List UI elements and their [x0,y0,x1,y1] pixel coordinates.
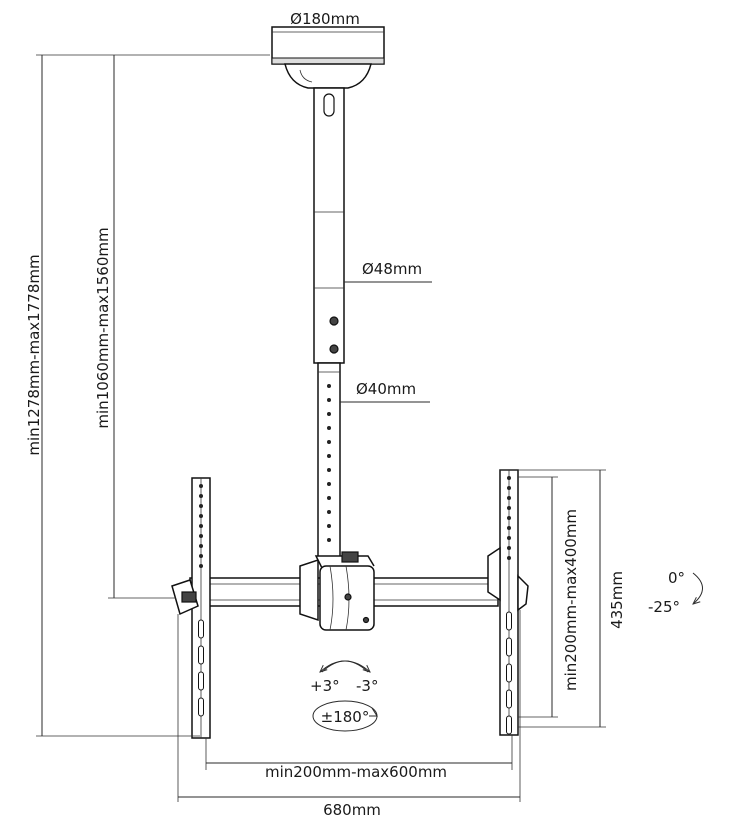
pole-hole [327,454,331,458]
upper-tube-label: Ø48mm [362,260,422,278]
tilt-indicator: 0° -25° [648,569,703,616]
bracket-hole [199,514,203,518]
pole-hole [327,426,331,430]
bracket-hole [507,546,511,550]
swivel-label: ±180° [321,708,370,726]
bracket-slot [506,663,512,683]
side-tilt-left-arrow-icon [320,660,369,672]
bracket-hole [199,504,203,508]
bracket-hole [507,536,511,540]
bracket-hole [199,554,203,558]
pole-hole [327,510,331,514]
right-vesa-bracket [487,469,529,736]
pole-hole [327,538,331,542]
pole-hole [327,398,331,402]
swivel-indicator: ±180° [312,700,378,732]
plate-diameter-label: Ø180mm [290,10,360,28]
side-tilt-right-arrow-icon [321,660,370,672]
bracket-slot [506,689,512,709]
vesa-horizontal-label: min200mm-max600mm [265,763,447,781]
pole-hole [327,468,331,472]
overall-width-label: 680mm [323,801,381,819]
pole-hole [327,524,331,528]
upper-pole [313,87,345,364]
pole-height-label: min1060mm-max1560mm [94,227,112,428]
side-tilt-indicator: +3° -3° [310,660,378,695]
pole-hole [327,482,331,486]
bracket-height-label: 435mm [608,571,626,629]
bracket-slot [198,671,204,691]
bracket-hole [507,476,511,480]
bracket-hole [507,496,511,500]
bracket-slot [506,715,512,735]
bracket-slot [198,645,204,665]
bracket-hole [199,494,203,498]
tilt-up-label: 0° [668,569,685,587]
bracket-hole [507,486,511,490]
pole-hole [327,384,331,388]
bracket-hole [199,564,203,568]
pole-screw-lower [329,344,339,354]
ceiling-plate [271,26,385,89]
bracket-slot [506,611,512,631]
bracket-hole [199,544,203,548]
bracket-slot [198,697,204,717]
pole-hole [327,496,331,500]
tilt-arrow-icon [693,572,703,604]
lower-tube-label: Ø40mm [356,380,416,398]
pole-hole [327,412,331,416]
lower-pole [317,362,341,559]
side-tilt-minus-label: -3° [356,677,378,695]
bracket-hole [507,506,511,510]
pole-adjust-holes [327,384,331,542]
tilt-head [299,551,375,631]
side-tilt-plus-label: +3° [310,677,340,695]
left-vesa-bracket [171,477,211,739]
tilt-down-label: -25° [648,598,680,616]
total-height-label: min1278mm-max1778mm [25,254,43,455]
pole-hole [327,440,331,444]
vesa-vertical-label: min200mm-max400mm [562,509,580,691]
bracket-hole [507,516,511,520]
bracket-slot [198,619,204,639]
pole-screw-upper [329,316,339,326]
bracket-hole [507,556,511,560]
bracket-hole [199,534,203,538]
bracket-slot [506,637,512,657]
bracket-hole [199,484,203,488]
bracket-hole [507,526,511,530]
bracket-hole [199,524,203,528]
